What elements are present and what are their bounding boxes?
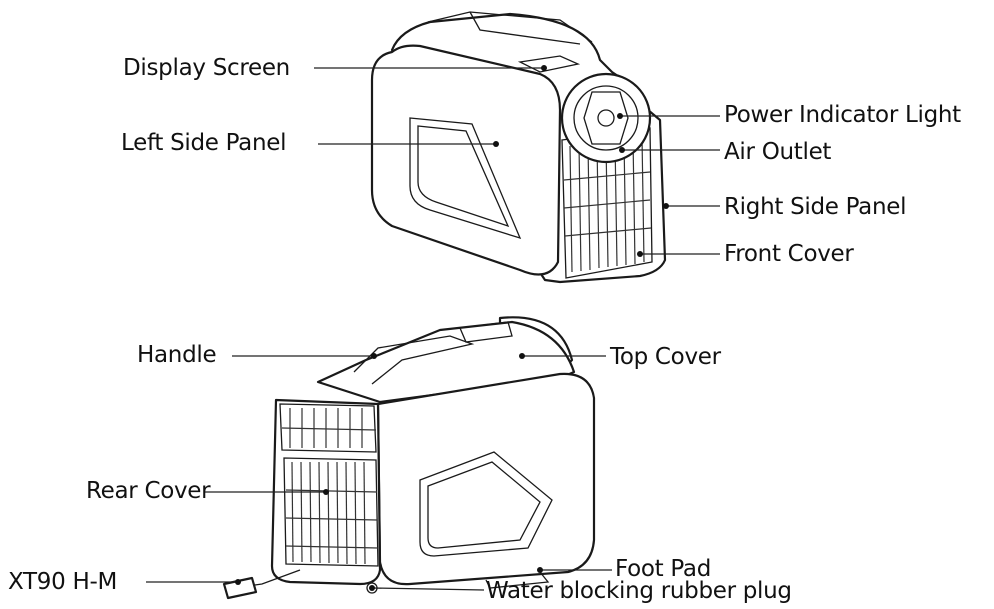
dot-front-cover [637,251,643,257]
dot-xt90 [235,579,241,585]
leader-water-plug [371,587,485,591]
air-outlet-shape [560,72,652,164]
top-unit-handle-edge [427,11,593,43]
label-xt90: XT90 H-M [8,569,118,595]
left-side-panel-shape [370,44,562,276]
label-display-screen: Display Screen [123,55,290,81]
left-panel-window-inner [417,125,510,228]
handle-shape [353,335,475,385]
dot-right-side-panel [663,203,669,209]
dot-left-side-panel [493,141,499,147]
dot-rear-cover [323,489,329,495]
label-right-side-panel: Right Side Panel [724,194,907,220]
top-unit-drawing [370,11,667,284]
label-power-indicator-light: Power Indicator Light [724,102,961,128]
label-left-side-panel: Left Side Panel [121,130,287,156]
dot-foot-pad [537,567,543,573]
display-screen-shape [517,55,581,73]
bottom-panel-window [419,451,553,557]
dot-water-plug [369,585,375,591]
label-rear-cover: Rear Cover [86,478,211,504]
label-air-outlet: Air Outlet [724,139,832,165]
label-foot-pad: Foot Pad [615,556,712,582]
bottom-unit-display [459,321,513,343]
bottom-right-side-panel [376,372,596,586]
dot-air-outlet [619,147,625,153]
bottom-panel-window-inner [427,461,541,549]
left-panel-window [409,117,522,240]
bottom-unit-drawing [222,316,596,600]
dot-handle [371,353,377,359]
dot-power-indicator [617,113,623,119]
foot-pad-shape [485,571,550,589]
xt90-plug-shape [222,576,258,600]
label-handle: Handle [137,342,217,368]
dot-display-screen [541,65,547,71]
dot-top-cover [519,353,525,359]
rear-cover-grill [283,457,379,567]
label-front-cover: Front Cover [724,241,854,267]
leader-lines [146,65,720,591]
top-unit-handle-inner [469,11,581,45]
rear-top-vent [279,403,377,453]
label-top-cover: Top Cover [610,344,721,370]
label-water-blocking-plug: Water blocking rubber plug [486,578,792,604]
